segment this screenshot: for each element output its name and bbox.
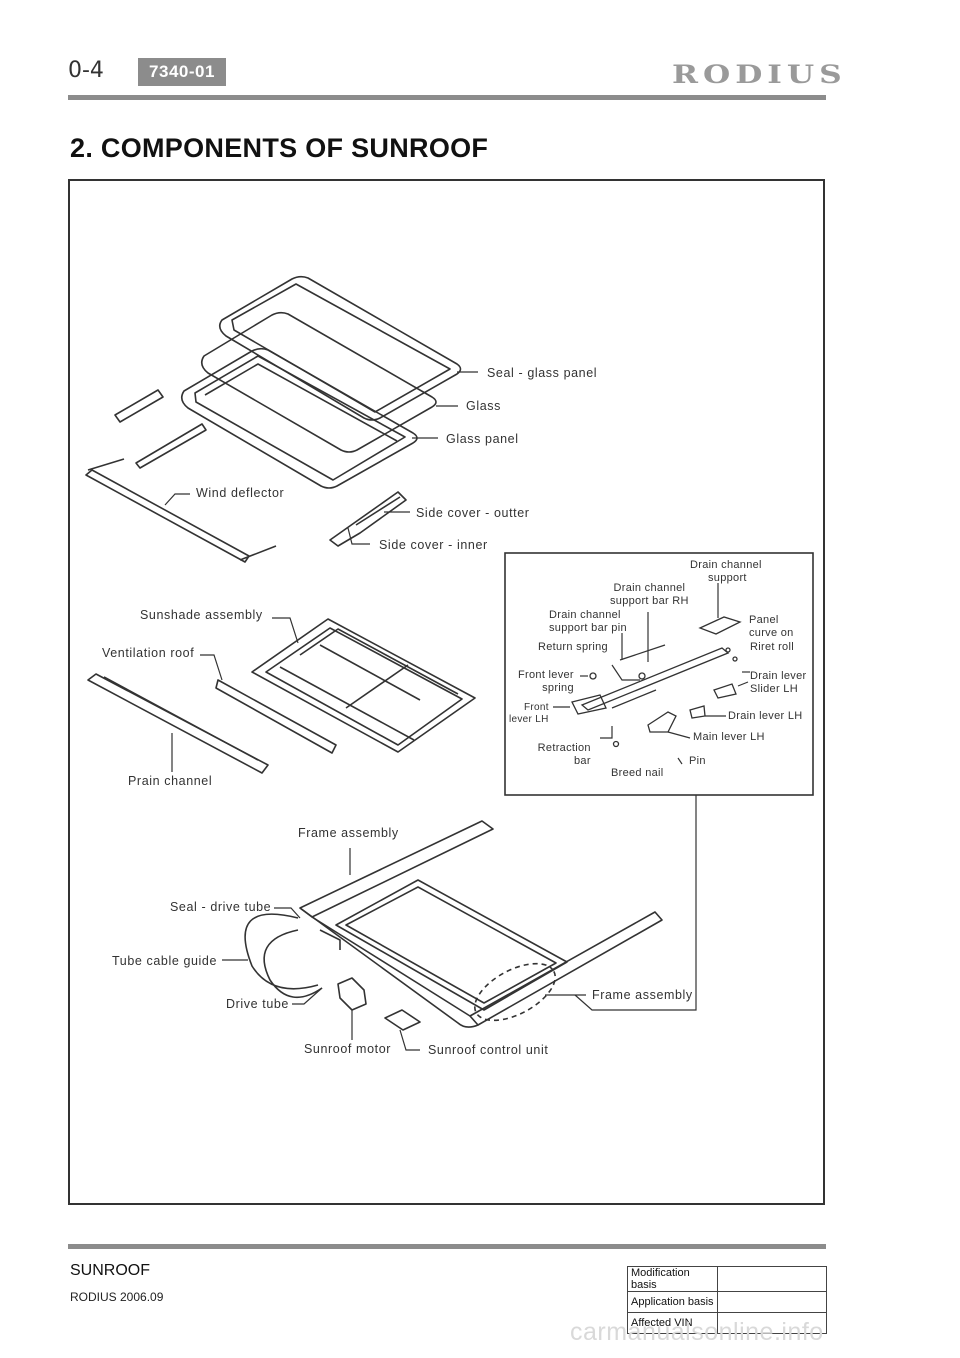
sunshade-assembly-drawing xyxy=(251,618,476,753)
dlabel-return-spring: Return spring xyxy=(538,641,608,653)
dlabel-retraction-bar: Retraction bar xyxy=(537,742,591,767)
brand-logo: RODIUS xyxy=(672,60,847,89)
label-glass: Glass xyxy=(466,399,501,413)
modification-table: Modification basis Application basis Aff… xyxy=(627,1266,827,1334)
label-ventilation-roof: Ventilation roof xyxy=(102,646,195,660)
dlabel-breed-nail: Breed nail xyxy=(611,767,664,779)
label-sunshade-assembly: Sunshade assembly xyxy=(140,608,263,622)
dlabel-pin: Pin xyxy=(689,755,706,767)
dlabel-front-lever-spring: Front lever spring xyxy=(518,669,574,694)
label-seal-drive-tube: Seal - drive tube xyxy=(170,900,272,914)
label-wind-deflector: Wind deflector xyxy=(196,486,285,500)
label-sunroof-control-unit: Sunroof control unit xyxy=(428,1043,549,1057)
label-frame-assembly-top: Frame assembly xyxy=(298,826,399,840)
footer-model-date: RODIUS 2006.09 xyxy=(70,1290,164,1304)
table-row: Application basis xyxy=(627,1291,827,1313)
label-sunroof-motor: Sunroof motor xyxy=(304,1042,392,1056)
dlabel-drain-channel-support-bar-rh: Drain channel support bar RH xyxy=(610,582,689,607)
section-code-badge: 7340-01 xyxy=(138,58,226,86)
seal-glass-panel-drawing xyxy=(218,275,462,421)
prain-channel-drawing xyxy=(87,673,269,774)
frame-assembly-drawing xyxy=(299,820,663,1028)
dlabel-main-lever-lh: Main lever LH xyxy=(693,731,765,743)
footer-rule xyxy=(68,1244,826,1249)
glass-drawing xyxy=(200,311,437,453)
label-tube-cable-guide: Tube cable guide xyxy=(112,954,218,968)
dlabel-drain-lever-lh: Drain lever LH xyxy=(728,710,803,722)
dlabel-front-lever-lh: Front lever LH xyxy=(509,702,549,725)
table-row: Modification basis xyxy=(627,1266,827,1292)
footer-section-name: SUNROOF xyxy=(70,1262,150,1279)
label-side-cover-inner: Side cover - inner xyxy=(379,538,488,552)
header-rule xyxy=(68,95,826,100)
sunroof-motor-drawing xyxy=(337,977,367,1011)
label-side-cover-outter: Side cover - outter xyxy=(416,506,530,520)
watermark: carmanualsonline.info xyxy=(570,1318,824,1346)
table-cell-value xyxy=(717,1266,827,1292)
page-title: 2. COMPONENTS OF SUNROOF xyxy=(70,133,489,163)
label-prain-channel: Prain channel xyxy=(128,774,213,788)
dlabel-drain-channel-support-bar-pin: Drain channel support bar pin xyxy=(549,609,627,634)
wind-deflector-drawing xyxy=(85,458,277,563)
label-seal-glass-panel: Seal - glass panel xyxy=(487,366,598,380)
dlabel-riret-roll: Riret roll xyxy=(750,641,794,653)
glass-panel-drawing xyxy=(180,347,418,489)
table-cell-label: Affected VIN xyxy=(627,1312,718,1334)
table-cell-label: Modification basis xyxy=(627,1266,718,1292)
detail-box xyxy=(504,552,814,796)
table-cell-value xyxy=(717,1291,827,1313)
dlabel-drain-channel-support: Drain channel support xyxy=(690,559,762,584)
dlabel-drain-lever-slider-lh: Drain lever Slider LH xyxy=(750,670,807,695)
dlabel-panel-curve-on: Panel curve on xyxy=(749,614,794,639)
label-drive-tube: Drive tube xyxy=(226,997,289,1011)
table-row: Affected VIN xyxy=(627,1312,827,1334)
table-cell-label: Application basis xyxy=(627,1291,718,1313)
page-number: 0-4 xyxy=(68,58,104,83)
diagram-frame xyxy=(68,179,825,1205)
table-cell-value xyxy=(717,1312,827,1334)
label-frame-assembly-right: Frame assembly xyxy=(592,988,693,1002)
label-glass-panel: Glass panel xyxy=(446,432,519,446)
